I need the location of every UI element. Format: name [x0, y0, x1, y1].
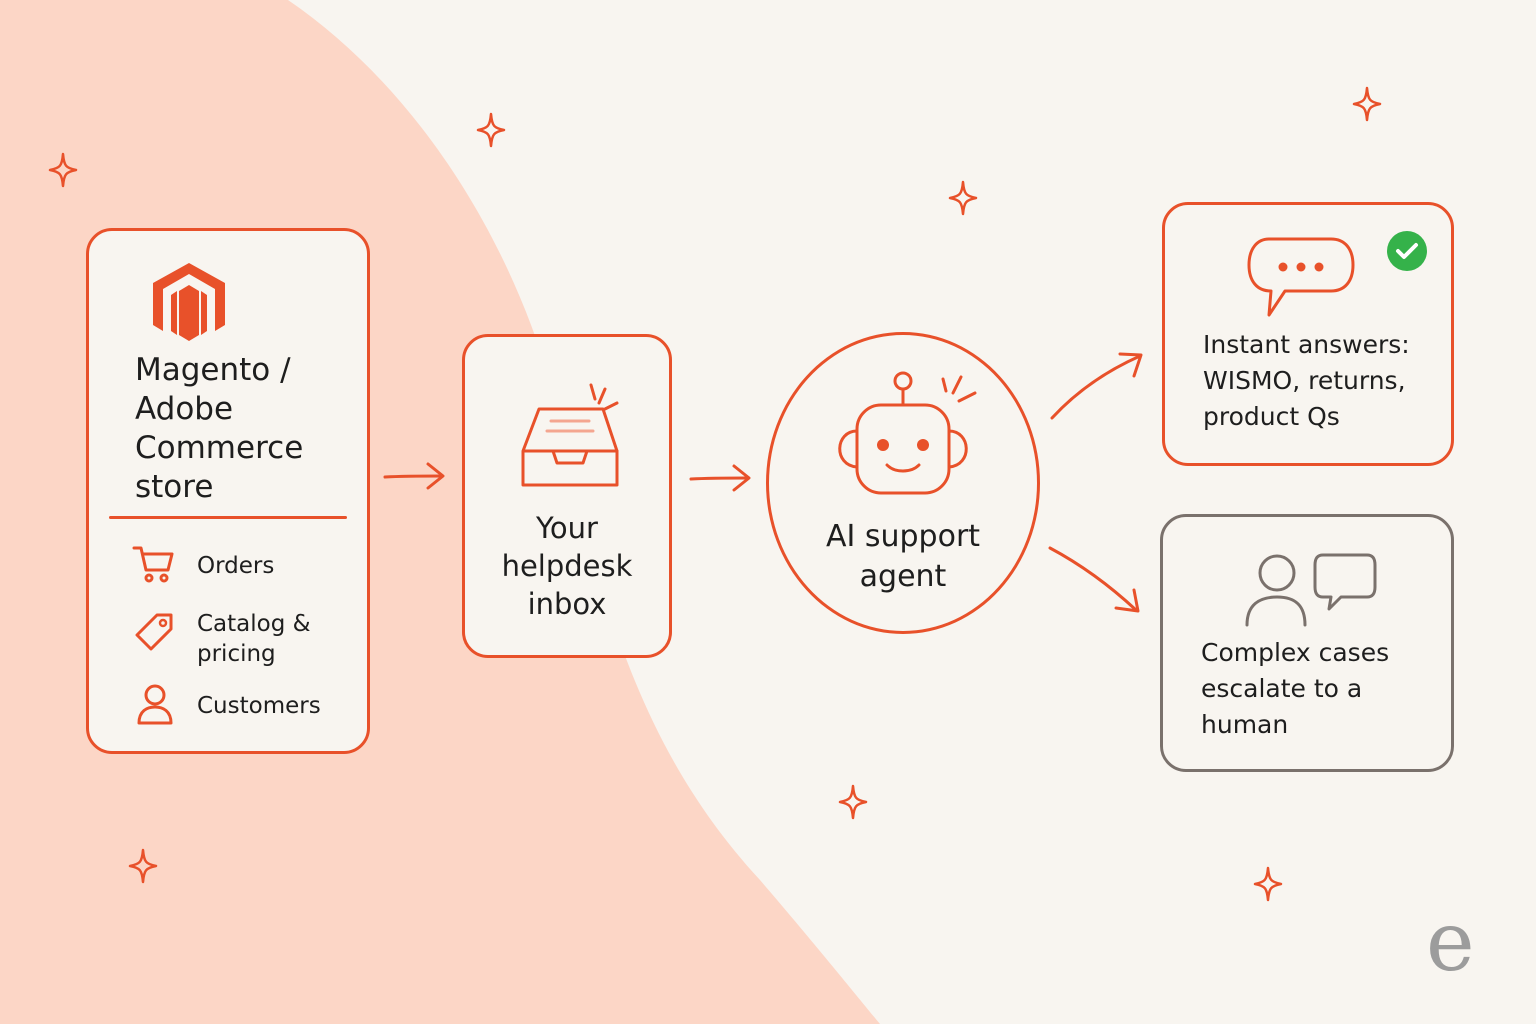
person-chat-icon: [1245, 553, 1377, 627]
inbox-tray-icon: [521, 383, 619, 487]
escalate-card: Complex cases escalate to a human: [1160, 514, 1454, 772]
sparkle-icon: [1352, 86, 1382, 122]
sparkle-icon: [48, 152, 78, 188]
escalate-text: Complex cases escalate to a human: [1201, 638, 1390, 739]
cart-icon: [132, 546, 174, 583]
price-tag-icon: [135, 613, 173, 651]
instant-answers-text: Instant answers: WISMO, returns, product…: [1203, 330, 1410, 431]
helpdesk-inbox-card: Your helpdesk inbox: [462, 334, 672, 658]
chat-bubble-icon: [1247, 237, 1355, 317]
sparkle-icon: [1253, 866, 1283, 902]
sparkle-icon: [838, 784, 868, 820]
sparkle-icon: [948, 180, 978, 216]
brand-watermark: e: [1426, 895, 1475, 990]
arrow-up-right-icon: [1050, 352, 1143, 420]
store-divider: [109, 516, 347, 519]
check-icon: [1387, 231, 1427, 271]
magento-logo-icon: [153, 263, 225, 341]
arrow-right-icon: [689, 464, 751, 492]
sparkle-icon: [128, 848, 158, 884]
store-item-orders: Orders: [197, 553, 275, 579]
instant-answers-card: Instant answers: WISMO, returns, product…: [1162, 202, 1454, 466]
store-item-catalog-pricing: Catalog & pricing: [197, 611, 311, 667]
arrow-right-icon: [383, 462, 445, 490]
robot-icon: [838, 371, 977, 495]
sparkle-icon: [476, 112, 506, 148]
arrow-down-right-icon: [1048, 546, 1140, 613]
store-card: Magento / Adobe Commerce store Orders Ca…: [86, 228, 370, 754]
helpdesk-inbox-label: Your helpdesk inbox: [501, 511, 633, 621]
ai-agent-node: AI support agent: [766, 332, 1040, 634]
store-title: Magento / Adobe Commerce store: [135, 352, 304, 505]
ai-agent-label: AI support agent: [825, 519, 981, 594]
store-item-customers: Customers: [197, 693, 321, 719]
person-icon: [137, 684, 173, 725]
